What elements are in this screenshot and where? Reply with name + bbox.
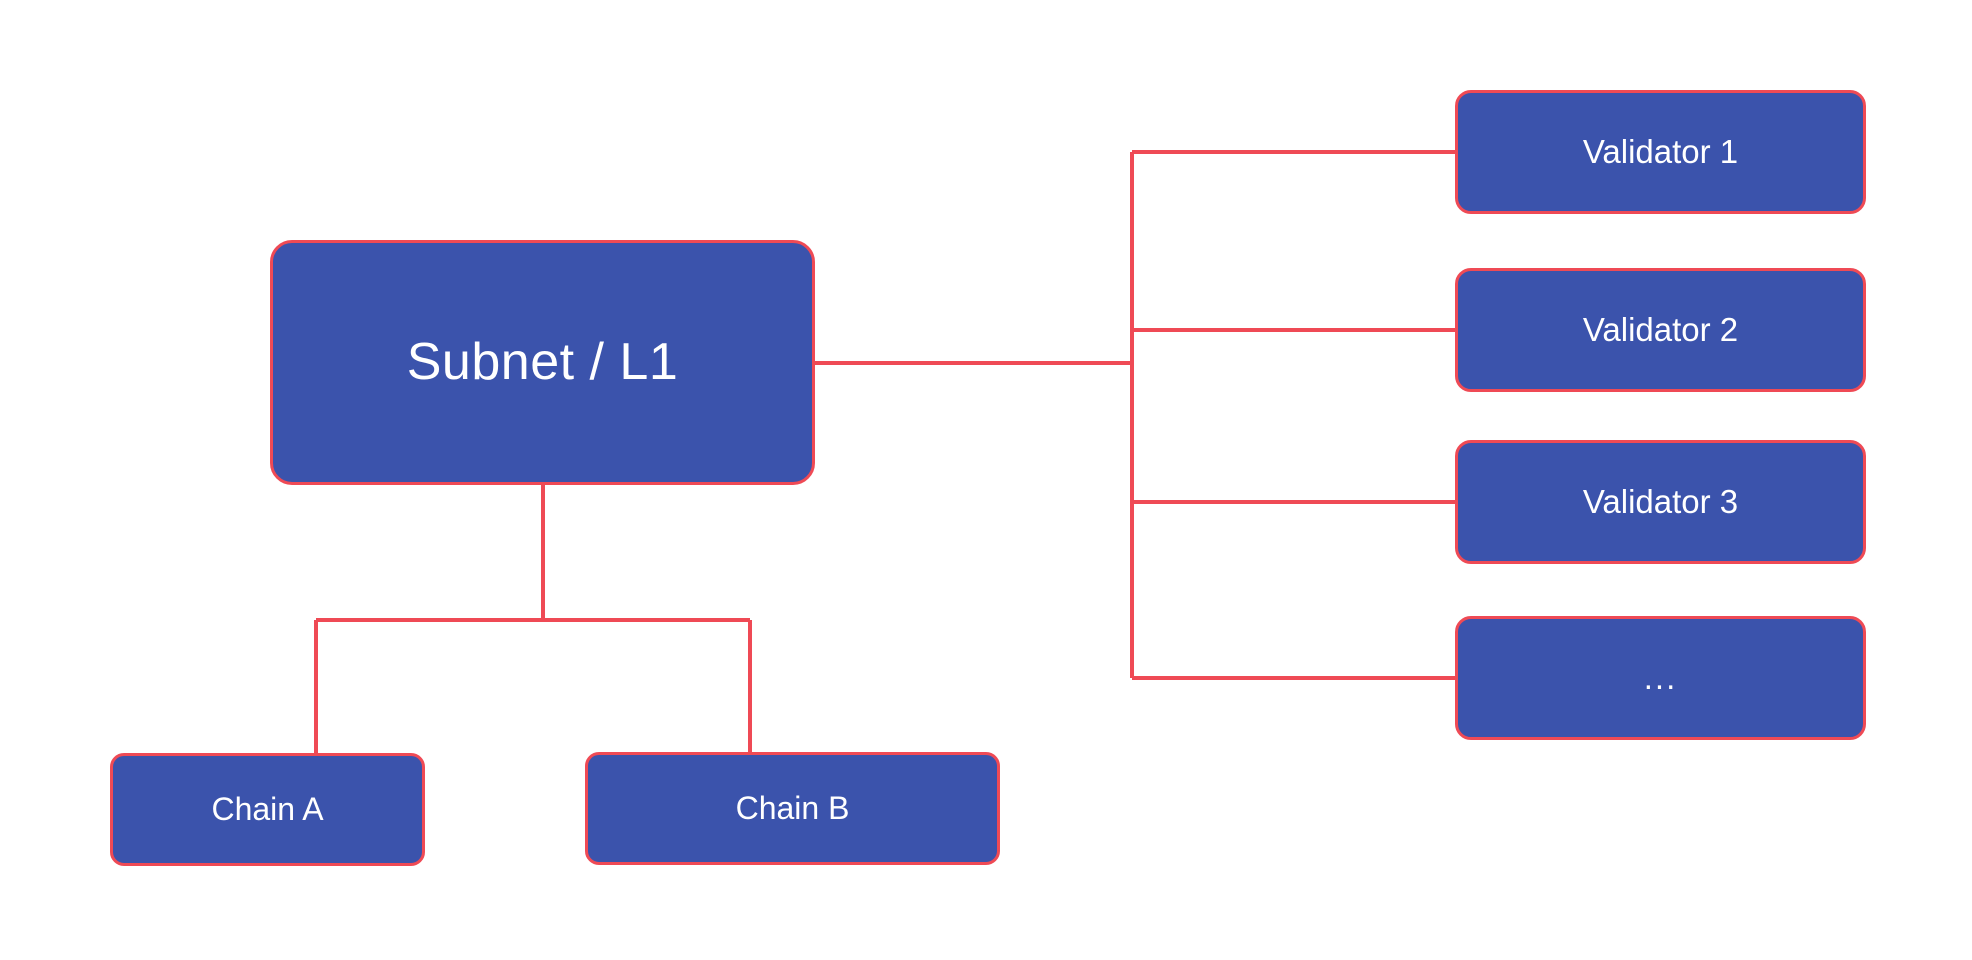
node-chain-a-label: Chain A [211,790,324,827]
node-chain-a[interactable]: Chain A [110,753,425,866]
node-chain-b[interactable]: Chain B [585,752,1000,865]
node-subnet-l1-label: Subnet / L1 [406,332,679,391]
node-validator-2[interactable]: Validator 2 [1455,268,1866,392]
node-chain-b-label: Chain B [735,789,850,826]
node-validator-1-label: Validator 1 [1582,132,1739,170]
node-validator-3[interactable]: Validator 3 [1455,440,1866,564]
node-validator-1[interactable]: Validator 1 [1455,90,1866,214]
node-validator-3-label: Validator 3 [1582,482,1739,520]
node-validator-2-label: Validator 2 [1582,310,1739,348]
node-validator-more[interactable]: ... [1455,616,1866,740]
node-validator-more-label: ... [1643,658,1678,696]
node-subnet-l1[interactable]: Subnet / L1 [270,240,815,485]
